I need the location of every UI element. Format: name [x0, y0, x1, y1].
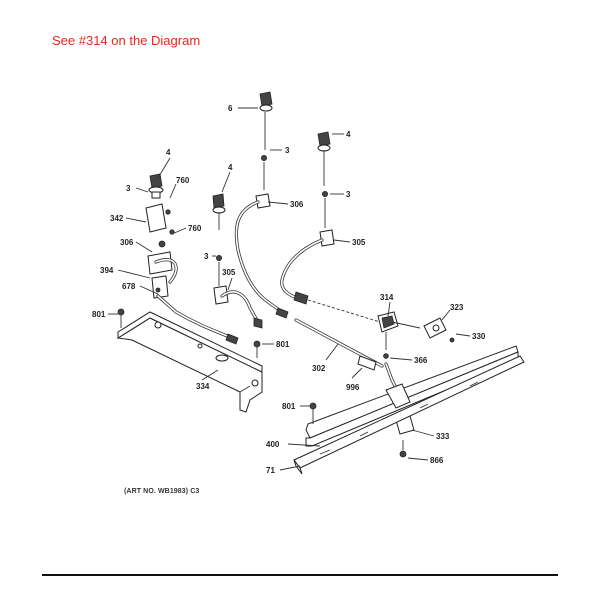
screw-801-left: [117, 308, 125, 328]
left-valve-stack: [145, 173, 178, 299]
callout-305-right: 305: [352, 238, 366, 247]
callout-3-right: 3: [346, 190, 351, 199]
callout-394: 394: [100, 266, 114, 275]
callout-labels: 6 3 4 4 4 3 760 306 3 342 760 305 306 3 …: [92, 104, 486, 475]
burner-rail-400: [305, 345, 519, 447]
bottom-rule: [42, 574, 558, 576]
left-connector-tubes: [156, 294, 239, 345]
valve-314: [377, 311, 455, 343]
callout-678: 678: [122, 282, 136, 291]
callout-314: 314: [380, 293, 394, 302]
callout-366: 366: [414, 356, 428, 365]
callout-760-a: 760: [176, 176, 190, 185]
callout-330: 330: [472, 332, 486, 341]
callout-305-mid: 305: [222, 268, 236, 277]
base-plate-71: [293, 355, 525, 475]
screw-866: [399, 440, 407, 458]
callout-3-top: 3: [285, 146, 290, 155]
callout-71: 71: [266, 466, 275, 475]
leader-lines: [108, 107, 471, 471]
callout-306-left: 306: [120, 238, 134, 247]
callout-334: 334: [196, 382, 210, 391]
callout-3-left: 3: [126, 184, 131, 193]
callout-302: 302: [312, 364, 326, 373]
callout-4-left: 4: [166, 148, 171, 157]
art-number: (ART NO. WB1983) C3: [124, 488, 200, 495]
screw-801-mid: [253, 340, 261, 358]
callout-6: 6: [228, 104, 233, 113]
middle-valve-305: [212, 193, 263, 329]
callout-4-mid: 4: [228, 163, 233, 172]
callout-801-low: 801: [282, 402, 296, 411]
callout-801-mid: 801: [276, 340, 290, 349]
callout-333: 333: [436, 432, 450, 441]
callout-342: 342: [110, 214, 124, 223]
diagram-caption: See #314 on the Diagram: [52, 33, 201, 48]
callout-801-left: 801: [92, 310, 106, 319]
callout-306-mid: 306: [290, 200, 304, 209]
callout-4-right: 4: [346, 130, 351, 139]
burner-bracket-334: [116, 311, 263, 413]
right-valve-305: [280, 131, 335, 305]
callout-996: 996: [346, 383, 360, 392]
center-valve-306: [234, 91, 289, 319]
callout-323: 323: [450, 303, 464, 312]
callout-760-b: 760: [188, 224, 202, 233]
callout-866: 866: [430, 456, 444, 465]
callout-400: 400: [266, 440, 280, 449]
callout-3-mid: 3: [204, 252, 209, 261]
